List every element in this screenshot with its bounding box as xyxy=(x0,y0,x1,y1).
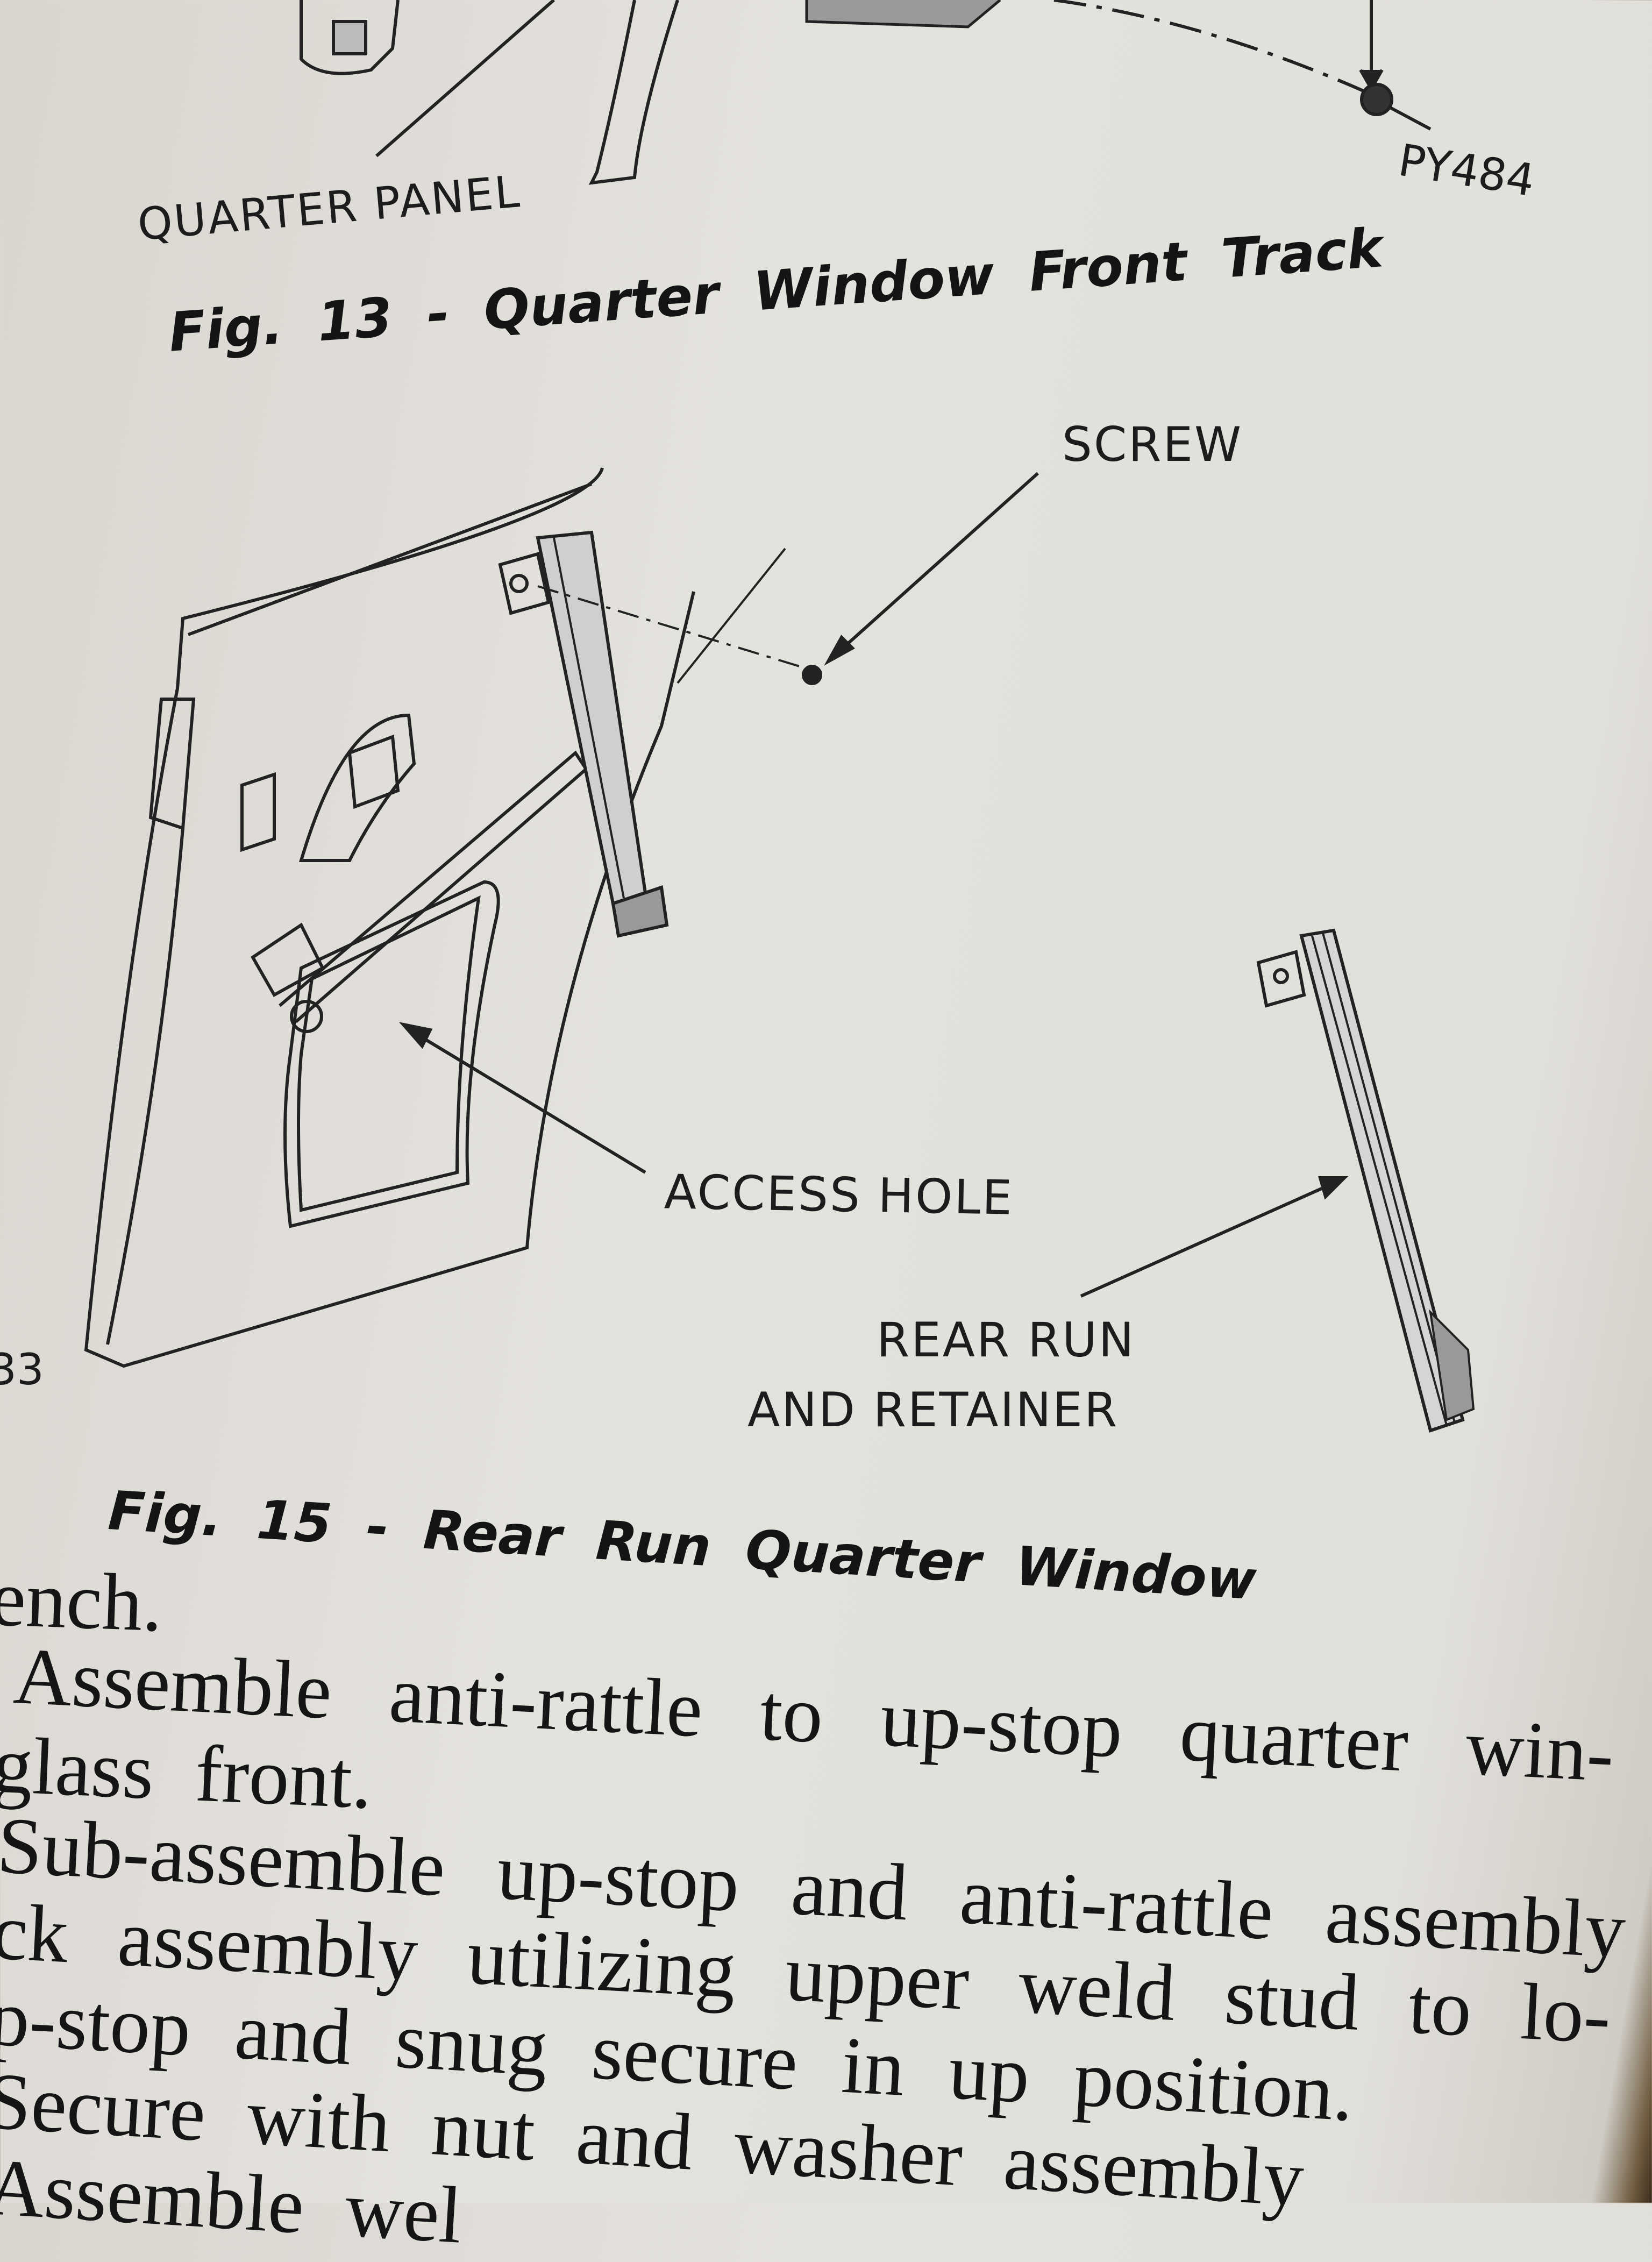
figure-13-drawing xyxy=(300,0,1432,185)
rear-run-label-line1: REAR RUN xyxy=(877,1312,1136,1368)
access-hole-label: ACCESS HOLE xyxy=(664,1164,1014,1226)
figure-code-fragment: 33 xyxy=(0,1345,44,1395)
nut-icon xyxy=(1360,83,1393,116)
figure-15-drawing xyxy=(84,467,1475,1433)
screw-label: SCREW xyxy=(1062,417,1243,472)
screw-icon xyxy=(802,665,822,685)
rear-run-label-line2: AND RETAINER xyxy=(747,1382,1119,1438)
